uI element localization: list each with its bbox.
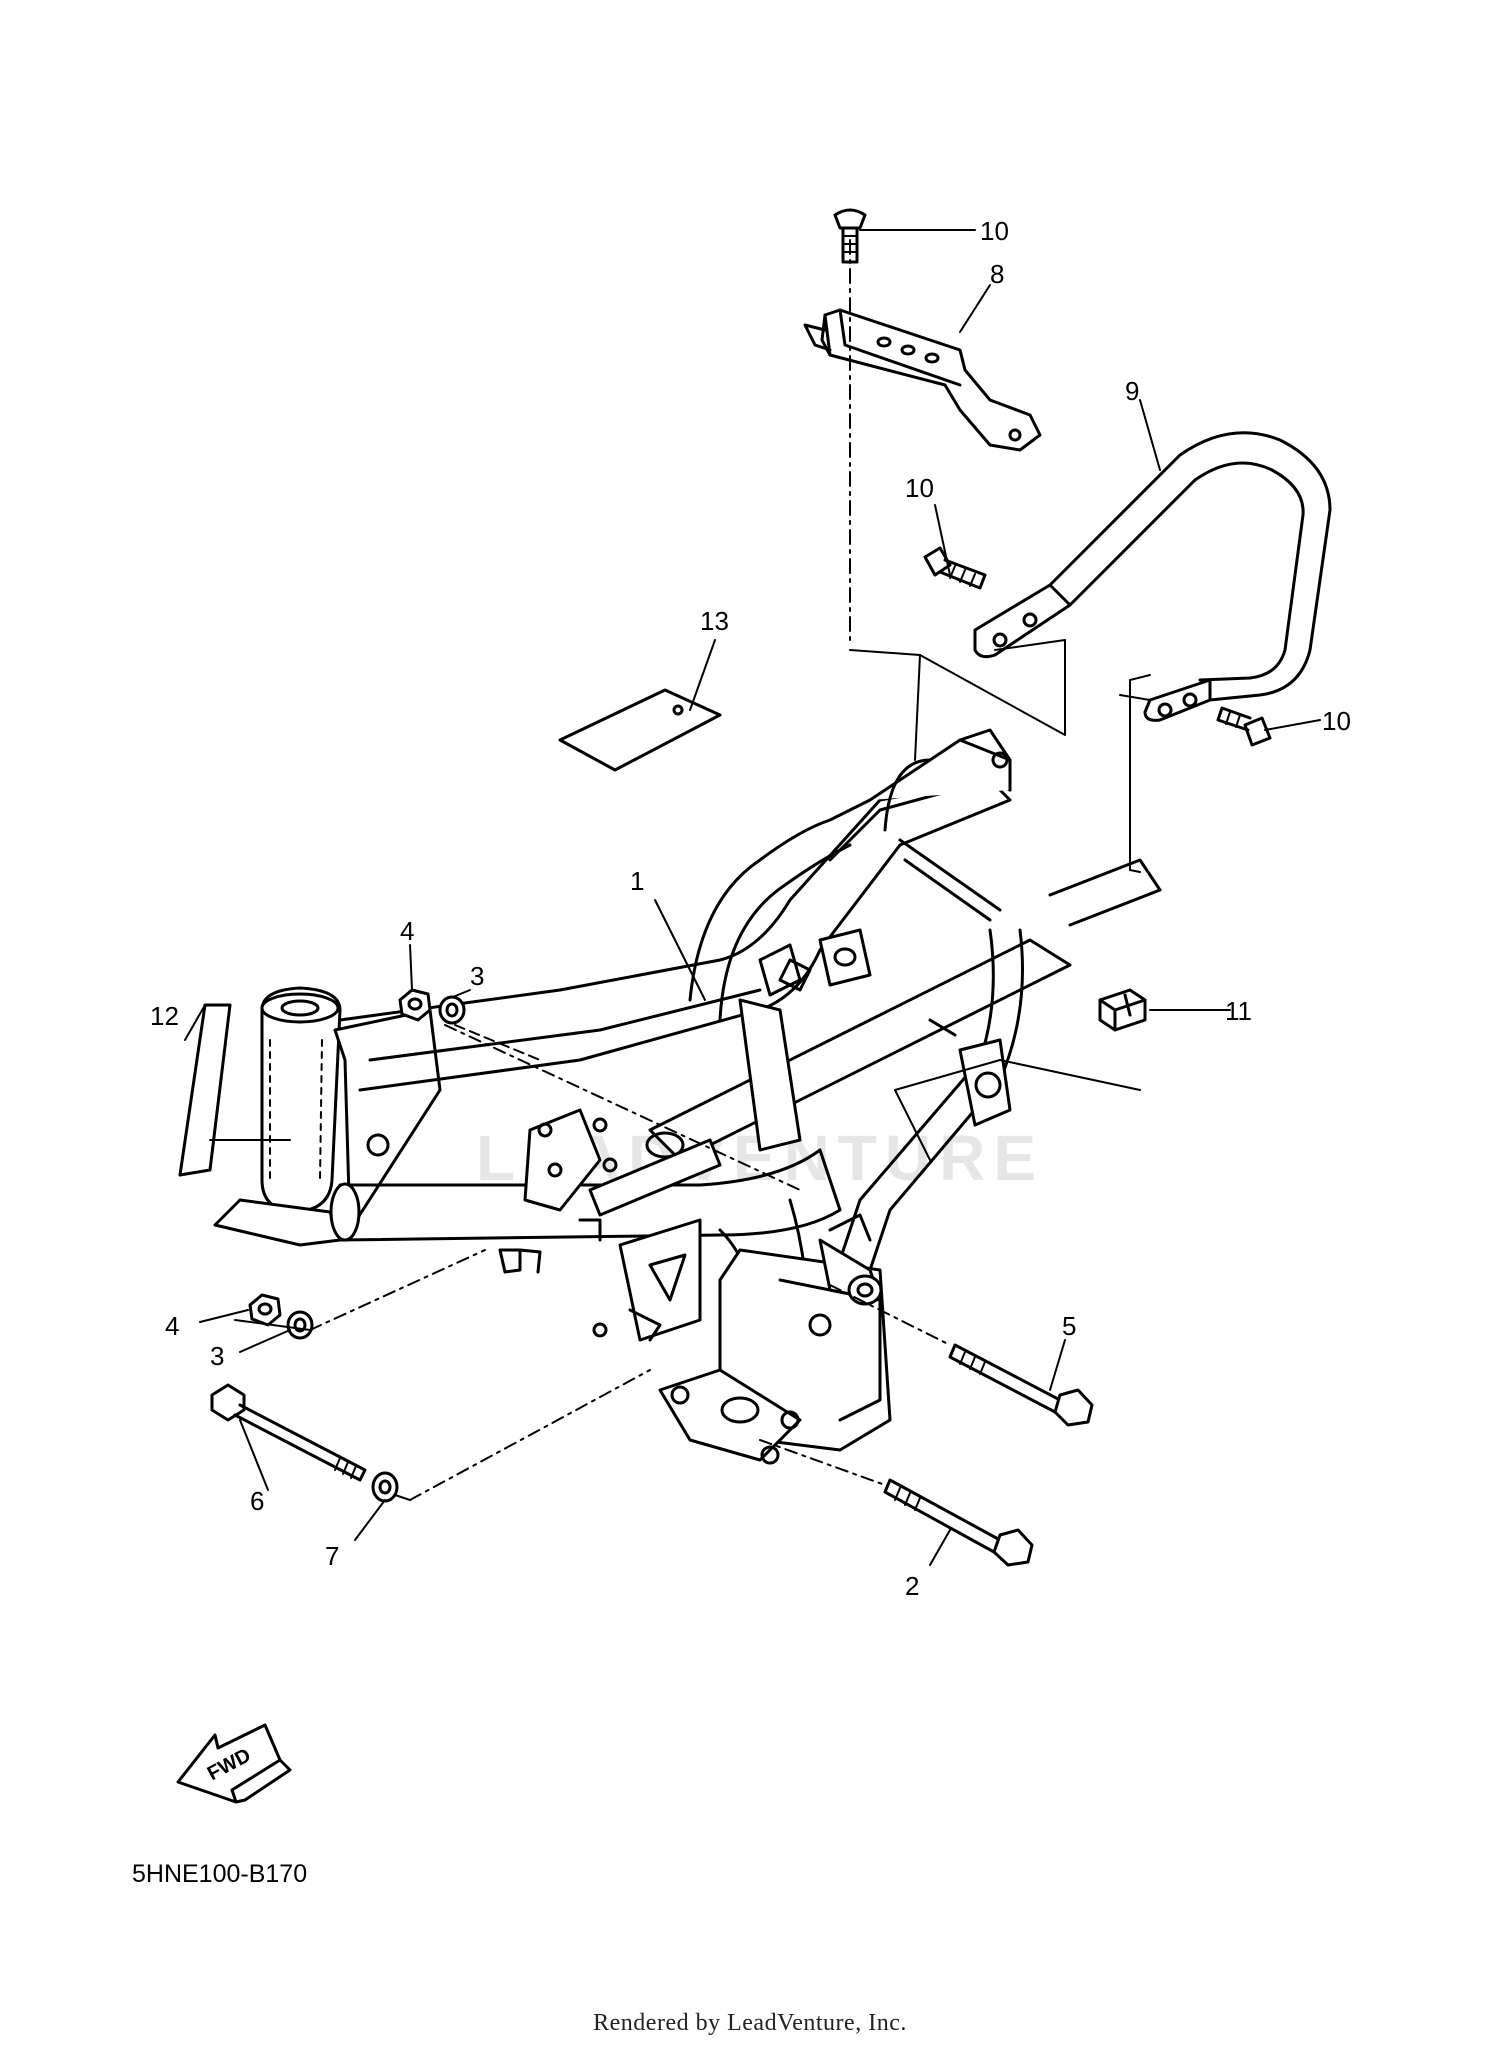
- main-frame: [213, 728, 1162, 1465]
- callout-6: 6: [250, 1486, 264, 1516]
- bolt-6: [210, 1383, 367, 1482]
- callout-10-right: 10: [1322, 706, 1351, 736]
- fwd-arrow-icon: [176, 1723, 292, 1804]
- bolt-2: [883, 1478, 1034, 1567]
- nut-4-lower: [248, 1293, 282, 1327]
- cap-11: [1098, 988, 1147, 1032]
- callout-10-left: 10: [905, 473, 934, 503]
- seat-bracket: [803, 308, 1042, 452]
- callout-8: 8: [990, 259, 1004, 289]
- callout-2: 2: [905, 1571, 919, 1601]
- callout-4-upper: 4: [400, 916, 414, 946]
- label-13: [558, 688, 722, 772]
- callout-3-upper: 3: [470, 961, 484, 991]
- callout-7: 7: [325, 1541, 339, 1571]
- part-code: 5HNE100-B170: [132, 1860, 308, 1888]
- grab-bar: [973, 431, 1332, 722]
- callout-4-lower: 4: [165, 1311, 179, 1341]
- washer-7: [371, 1471, 399, 1503]
- washer-3-upper: [438, 995, 466, 1025]
- callout-12: 12: [150, 1001, 179, 1031]
- render-credit: Rendered by LeadVenture, Inc.: [593, 2010, 907, 2036]
- bolt-10-left: [923, 546, 987, 590]
- leader-lines: [184, 229, 1321, 1566]
- nut-4-upper: [398, 988, 432, 1022]
- decal-12: [178, 1003, 232, 1177]
- callout-13: 13: [700, 606, 729, 636]
- callout-11: 11: [1225, 996, 1252, 1026]
- bolt-10-right: [1216, 706, 1272, 747]
- callout-3-lower: 3: [210, 1341, 224, 1371]
- callout-1: 1: [630, 866, 644, 896]
- callout-9: 9: [1125, 376, 1139, 406]
- callout-10-top: 10: [980, 216, 1009, 246]
- bolt-5: [948, 1343, 1094, 1427]
- washer-3-lower: [286, 1310, 314, 1340]
- callout-5: 5: [1062, 1311, 1076, 1341]
- reference-lines: [209, 239, 1151, 1501]
